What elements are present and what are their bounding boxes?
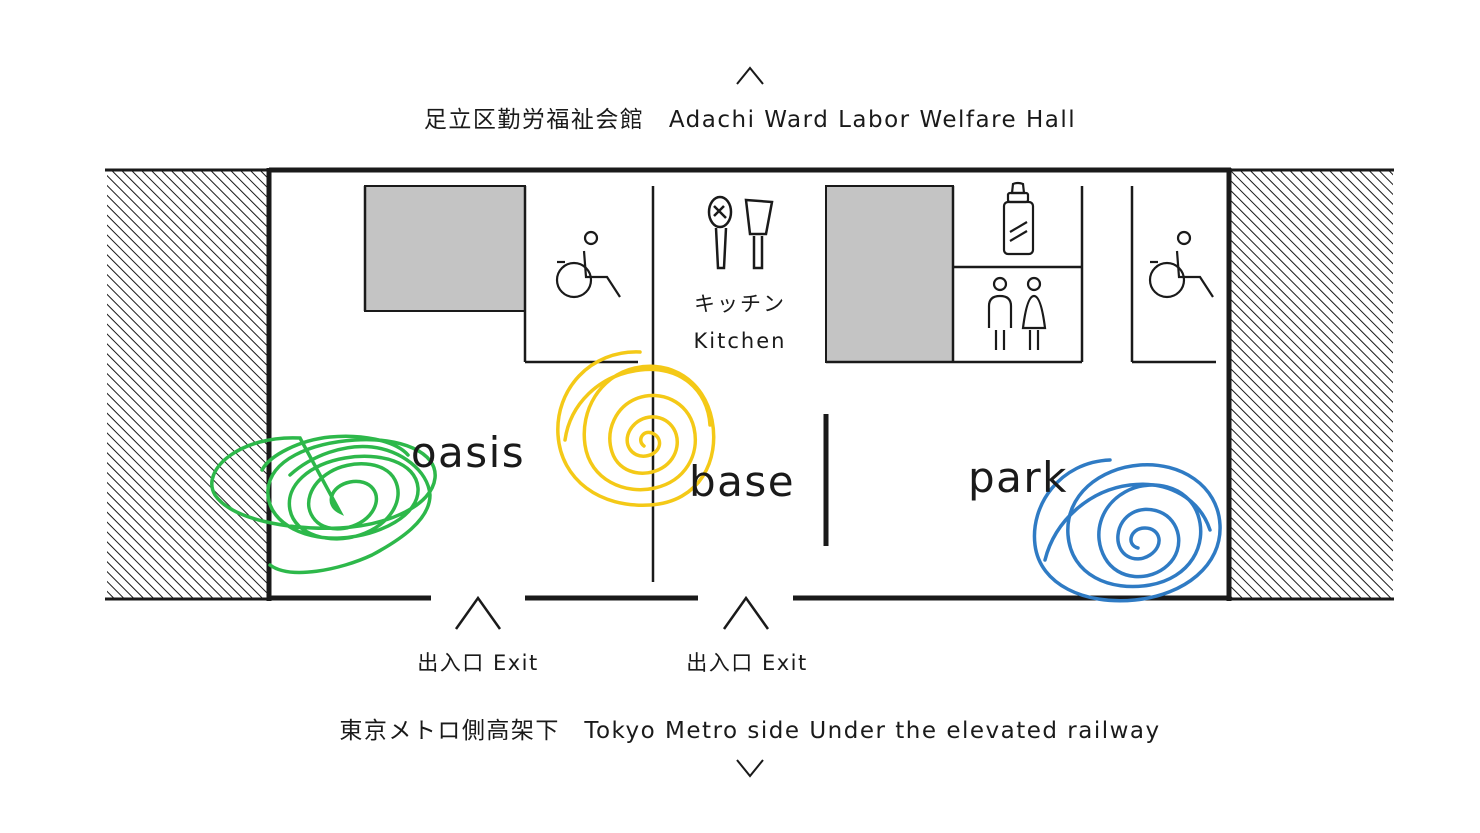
- oasis-scribble: [210, 434, 437, 575]
- base-scribble: [556, 350, 716, 507]
- south-label: 東京メトロ側高架下 Tokyo Metro side Under the ele…: [339, 718, 1160, 744]
- exit-arrow-icon: [454, 595, 502, 630]
- storage-block-left: [364, 185, 526, 312]
- outer-walls: [266, 167, 1232, 601]
- baby-bottle-icon: [1002, 181, 1035, 256]
- hatched-area-right: [1231, 170, 1393, 599]
- wheelchair-icon: [1148, 230, 1214, 299]
- hatched-area-left: [107, 170, 269, 599]
- kitchen-utensils-icon: [707, 195, 774, 270]
- storage-block-right: [825, 185, 954, 363]
- north-arrow-icon: [736, 66, 764, 85]
- wheelchair-icon: [555, 230, 621, 299]
- inner-walls: [363, 186, 1216, 582]
- kitchen-label-ja: キッチン: [694, 292, 786, 316]
- park-scribble: [1032, 458, 1222, 603]
- exit-label-left: 出入口 Exit: [417, 651, 538, 675]
- exit-arrow-icon: [722, 595, 770, 630]
- room-label-oasis: oasis: [411, 428, 525, 477]
- room-label-park: park: [968, 453, 1068, 502]
- exit-label-right: 出入口 Exit: [686, 651, 807, 675]
- room-label-base: base: [689, 457, 795, 506]
- south-arrow-icon: [736, 759, 764, 778]
- restroom-icon: [987, 276, 1047, 350]
- north-label: 足立区勤労福祉会館 Adachi Ward Labor Welfare Hall: [424, 107, 1076, 133]
- kitchen-label-en: Kitchen: [694, 329, 787, 353]
